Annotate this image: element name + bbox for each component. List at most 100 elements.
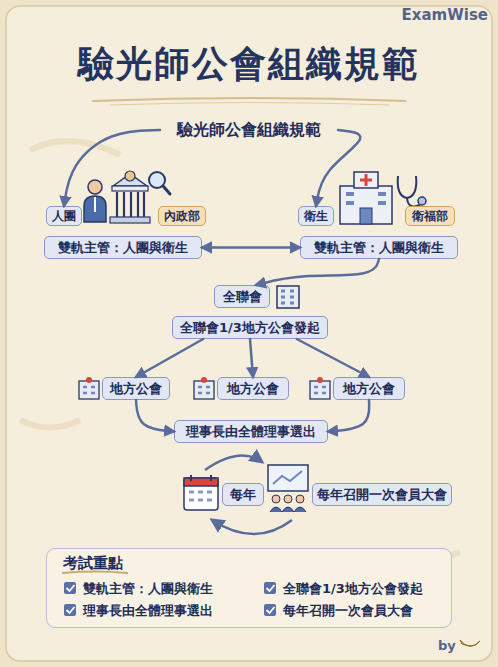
local-union-icons xyxy=(79,381,99,399)
meeting-icon xyxy=(273,471,302,484)
federation-building-icon xyxy=(277,286,299,308)
diagram-title: 驗光師公會組織規範 xyxy=(0,40,498,89)
hospital-icon xyxy=(346,194,386,203)
meeting-icon xyxy=(284,495,292,503)
title-underline xyxy=(110,103,390,106)
government-building-icon xyxy=(125,171,135,181)
stethoscope-icon xyxy=(418,197,426,205)
banana-icon xyxy=(460,640,480,646)
stethoscope-icon xyxy=(398,176,417,198)
process-box: 全聯會 xyxy=(214,285,270,308)
node-text: 理事長由全體理事選出 xyxy=(83,602,213,620)
process-box: 每年 xyxy=(222,483,264,506)
connector-arrow xyxy=(256,259,379,285)
meeting-icon xyxy=(268,465,308,512)
node-text: 地方公會 xyxy=(110,381,162,397)
local-union-icons xyxy=(310,381,330,399)
person-icon xyxy=(88,180,102,194)
process-box: 全聯會1/3地方公會發起 xyxy=(172,316,328,339)
local-union-icons xyxy=(314,387,326,393)
process-box: 雙軌主管：人團與衛生 xyxy=(44,236,202,259)
process-box: 理事長由全體理事選出 xyxy=(174,420,328,443)
process-box: 地方公會 xyxy=(102,377,170,400)
node-text: 全聯會1/3地方公會發起 xyxy=(180,320,320,336)
signature: by xyxy=(438,638,462,653)
node-text: 衛福部 xyxy=(412,209,448,223)
person-icon xyxy=(84,196,106,222)
node-text: 地方公會 xyxy=(343,381,395,397)
federation-building-icon xyxy=(277,286,299,308)
calendar-icon xyxy=(189,492,212,500)
node-text: 雙軌主管：人團與衛生 xyxy=(83,580,213,598)
node-text: 每年召開一次會員大會 xyxy=(283,602,413,620)
local-union-icons xyxy=(198,387,210,393)
calendar-icon xyxy=(184,478,218,510)
government-building-icon xyxy=(113,174,147,186)
government-building-icon xyxy=(110,217,150,223)
connector-arrow xyxy=(316,130,360,206)
node-text: 驗光師公會組織規範 xyxy=(177,120,321,139)
ministry-tag: 內政部 xyxy=(158,206,206,226)
cycle-arrows xyxy=(205,456,292,534)
process-box: 地方公會 xyxy=(217,377,289,400)
connector-arrow xyxy=(64,130,160,206)
node-text: 每年召開一次會員大會 xyxy=(317,487,447,503)
authority-tag: 人團 xyxy=(46,206,82,226)
local-union-icons xyxy=(86,377,92,383)
calendar-icon xyxy=(184,475,218,510)
node-text: 衛生 xyxy=(304,209,328,223)
calendar-icon xyxy=(184,478,218,486)
calendar-icon xyxy=(191,475,211,481)
root-topic: 驗光師公會組織規範 xyxy=(160,116,338,144)
hospital-icon xyxy=(354,172,378,188)
panel-heading: 考試重點 xyxy=(63,554,123,572)
government-building-icon xyxy=(117,192,144,217)
federation-building-icon xyxy=(281,291,294,303)
cycle-arrows xyxy=(212,520,292,534)
node-text: 每年 xyxy=(230,487,256,503)
parchment xyxy=(6,6,492,661)
connector-arrow xyxy=(328,400,369,432)
node-text: 全聯會 xyxy=(223,289,262,305)
local-union-icons xyxy=(194,381,214,399)
government-building-icon xyxy=(110,171,150,223)
process-box: 每年召開一次會員大會 xyxy=(312,483,452,506)
node-text: 雙軌主管：人團與衛生 xyxy=(314,240,444,256)
person-icon xyxy=(94,197,96,212)
hospital-icon xyxy=(340,186,392,224)
ministry-tag: 衛福部 xyxy=(405,206,455,226)
hospital-icon xyxy=(360,174,372,186)
magnifier-icon xyxy=(149,172,165,188)
node-text: 內政部 xyxy=(164,209,200,223)
node-text: 理事長由全體理事選出 xyxy=(186,424,316,440)
process-box: 雙軌主管：人團與衛生 xyxy=(300,236,458,259)
local-union-icons xyxy=(79,377,330,399)
banana-icon xyxy=(460,640,480,646)
meeting-icon xyxy=(268,465,308,491)
process-box: 地方公會 xyxy=(333,377,405,400)
local-union-icons xyxy=(83,387,95,393)
local-union-icons xyxy=(201,377,207,383)
summary-panel: 考試重點雙軌主管：人團與衛生全聯會1/3地方公會發起理事長由全體理事選出每年召開… xyxy=(46,548,452,628)
connector-arrow xyxy=(297,339,369,377)
meeting-icon xyxy=(272,495,280,503)
magnifier-icon xyxy=(163,186,170,194)
person-icon xyxy=(84,180,106,222)
local-union-icons xyxy=(317,377,323,383)
parchment xyxy=(20,141,460,563)
brand-watermark: ExamWise xyxy=(380,6,488,24)
title-underline xyxy=(92,98,406,105)
magnifier-icon xyxy=(149,172,170,194)
meeting-icon xyxy=(296,495,304,503)
connector-arrow xyxy=(136,339,203,377)
cycle-arrows xyxy=(205,456,262,470)
meeting-icon xyxy=(270,507,306,512)
connector-arrow xyxy=(202,246,300,249)
hospital-icon xyxy=(340,172,392,224)
title-underline xyxy=(92,98,406,101)
connector-arrow xyxy=(136,400,174,432)
node-text: 地方公會 xyxy=(227,381,279,397)
